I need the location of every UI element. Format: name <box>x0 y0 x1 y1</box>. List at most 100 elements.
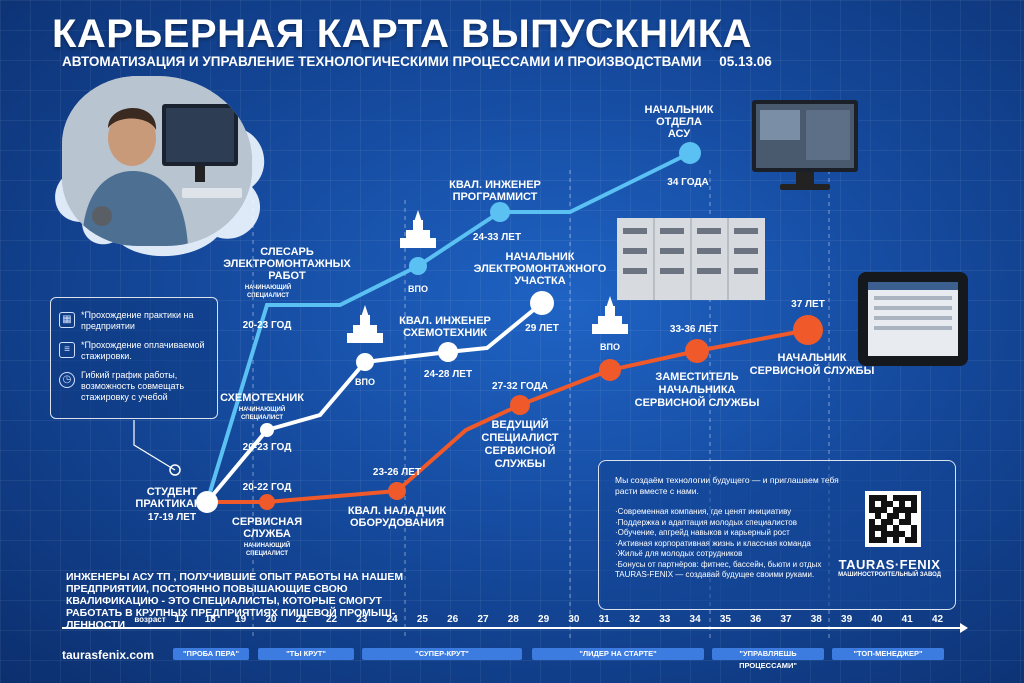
axis-age-label: 20 <box>265 614 277 625</box>
benefits-panel: ▦ *Прохождение практики на предприятии ≡… <box>50 297 218 419</box>
track-line-orange <box>207 328 809 504</box>
axis-age-label: 32 <box>629 614 641 625</box>
qr-code[interactable] <box>865 491 921 547</box>
node-orange-service <box>259 494 275 510</box>
qr-module <box>887 507 893 513</box>
label-vpo: ВПО <box>408 284 428 294</box>
label-head-mount-2: ЭЛЕКТРОМОНТАЖНОГО <box>474 263 607 275</box>
axis-age-label: 34 <box>690 614 702 625</box>
qr-module <box>875 525 881 531</box>
axis-age-label: 26 <box>447 614 459 625</box>
qr-module <box>905 495 911 501</box>
benefit-text: Гибкий график работы, возможность совмещ… <box>81 370 185 402</box>
benefit-text: *Прохождение практики на предприятии <box>81 310 194 331</box>
qr-module <box>887 537 893 543</box>
qr-module <box>875 531 881 537</box>
label-lead-4: СЛУЖБЫ <box>495 458 546 470</box>
qr-module <box>875 501 881 507</box>
company-intro: Мы создаём технологии будущего — и пригл… <box>615 475 839 496</box>
label-service-1: СЕРВИСНАЯ <box>232 516 302 528</box>
label-deputy-3: СЕРВИСНОЙ СЛУЖБЫ <box>635 396 760 409</box>
university-icon <box>400 210 436 248</box>
node-white-vpo <box>356 353 374 371</box>
qr-module <box>881 531 887 537</box>
qr-module <box>875 537 881 543</box>
start-ages: 17-19 ЛЕТ <box>148 512 196 523</box>
benefit-item-practice: ▦ *Прохождение практики на предприятии <box>59 310 211 332</box>
career-stages-bar: "ПРОБА ПЕРА" "ТЫ КРУТ" "СУПЕР-КРУТ" "ЛИД… <box>0 648 1024 670</box>
label-head-asu-3: АСУ <box>668 128 690 140</box>
qr-module <box>869 537 875 543</box>
node-orange-head <box>793 315 823 345</box>
qr-module <box>905 513 911 519</box>
age-schemotech: 20-23 ГОД <box>243 442 292 453</box>
label-engineer-1: КВАЛ. ИНЖЕНЕР <box>399 315 491 327</box>
axis-label: возраст <box>134 615 165 624</box>
qr-module <box>893 507 899 513</box>
axis-age-label: 21 <box>296 614 308 625</box>
node-light-blue-vpo <box>409 257 427 275</box>
age-head-mount: 29 ЛЕТ <box>525 323 559 334</box>
qr-module <box>905 501 911 507</box>
qr-module <box>875 495 881 501</box>
qr-module <box>893 531 899 537</box>
label-head-mount-1: НАЧАЛЬНИК <box>505 251 574 263</box>
qr-module <box>893 519 899 525</box>
qr-module <box>905 507 911 513</box>
clock-icon: ◷ <box>59 372 75 388</box>
label-slesar-1: СЛЕСАРЬ <box>260 246 314 258</box>
node-white-head <box>530 291 554 315</box>
age-adjuster: 23-26 ЛЕТ <box>373 467 421 478</box>
qr-module <box>893 537 899 543</box>
qr-module <box>893 525 899 531</box>
bottom-description: ИНЖЕНЕРЫ АСУ ТП , ПОЛУЧИВШИЕ ОПЫТ РАБОТЫ… <box>66 571 404 631</box>
stage-label: "ЛИДЕР НА СТАРТЕ" <box>532 648 704 660</box>
axis-age-label: 23 <box>356 614 368 625</box>
axis-age-label: 28 <box>508 614 520 625</box>
qr-module <box>899 519 905 525</box>
page-title: КАРЬЕРНАЯ КАРТА ВЫПУСКНИКА <box>52 12 753 56</box>
age-deputy: 33-36 ЛЕТ <box>670 324 718 335</box>
website-link[interactable]: taurasfenix.com <box>62 648 155 662</box>
control-cabinet-image <box>617 218 765 300</box>
node-light-blue-programmer <box>490 202 510 222</box>
label-adjuster-1: КВАЛ. НАЛАДЧИК <box>348 505 446 517</box>
label-schemotech: СХЕМОТЕХНИК <box>220 392 304 404</box>
qr-module <box>887 519 893 525</box>
qr-module <box>893 513 899 519</box>
qr-code-pattern <box>869 495 917 543</box>
axis-age-label: 37 <box>780 614 792 625</box>
axis-age-label: 19 <box>235 614 247 625</box>
qr-module <box>905 537 911 543</box>
age-programmer: 24-33 ЛЕТ <box>473 232 521 243</box>
money-icon: ≡ <box>59 342 75 358</box>
node-white-schemotech <box>260 423 274 437</box>
label-lead-2: СПЕЦИАЛИСТ <box>481 432 559 444</box>
start-label-1: СТУДЕНТ <box>147 486 198 498</box>
list-item: ·Активная корпоративная жизнь и классная… <box>615 538 811 548</box>
axis-age-label: 18 <box>205 614 217 625</box>
tablet-image <box>858 272 968 366</box>
company-panel: Мы создаём технологии будущего — и пригл… <box>598 460 956 610</box>
label-lead-1: ВЕДУЩИЙ <box>491 418 548 431</box>
qr-module <box>881 519 887 525</box>
qr-module <box>905 519 911 525</box>
axis-age-label: 41 <box>902 614 914 625</box>
qr-module <box>869 531 875 537</box>
age-slesar: 20-23 ГОД <box>243 320 292 331</box>
company-logo: TAURAS·FENIX МАШИНОСТРОИТЕЛЬНЫЙ ЗАВОД <box>838 557 941 578</box>
axis-age-label: 38 <box>811 614 823 625</box>
axis-age-label: 42 <box>932 614 944 625</box>
qr-module <box>875 519 881 525</box>
qr-module <box>899 507 905 513</box>
qr-module <box>881 537 887 543</box>
benefit-item-internship: ≡ *Прохождение оплачиваемой стажировки. <box>59 340 211 362</box>
qr-module <box>887 513 893 519</box>
qr-module <box>887 531 893 537</box>
qr-module <box>869 507 875 513</box>
building-icon: ▦ <box>59 312 75 328</box>
specialty-code: 05.13.06 <box>719 54 772 69</box>
qr-module <box>869 501 875 507</box>
axis-age-label: 22 <box>326 614 338 625</box>
